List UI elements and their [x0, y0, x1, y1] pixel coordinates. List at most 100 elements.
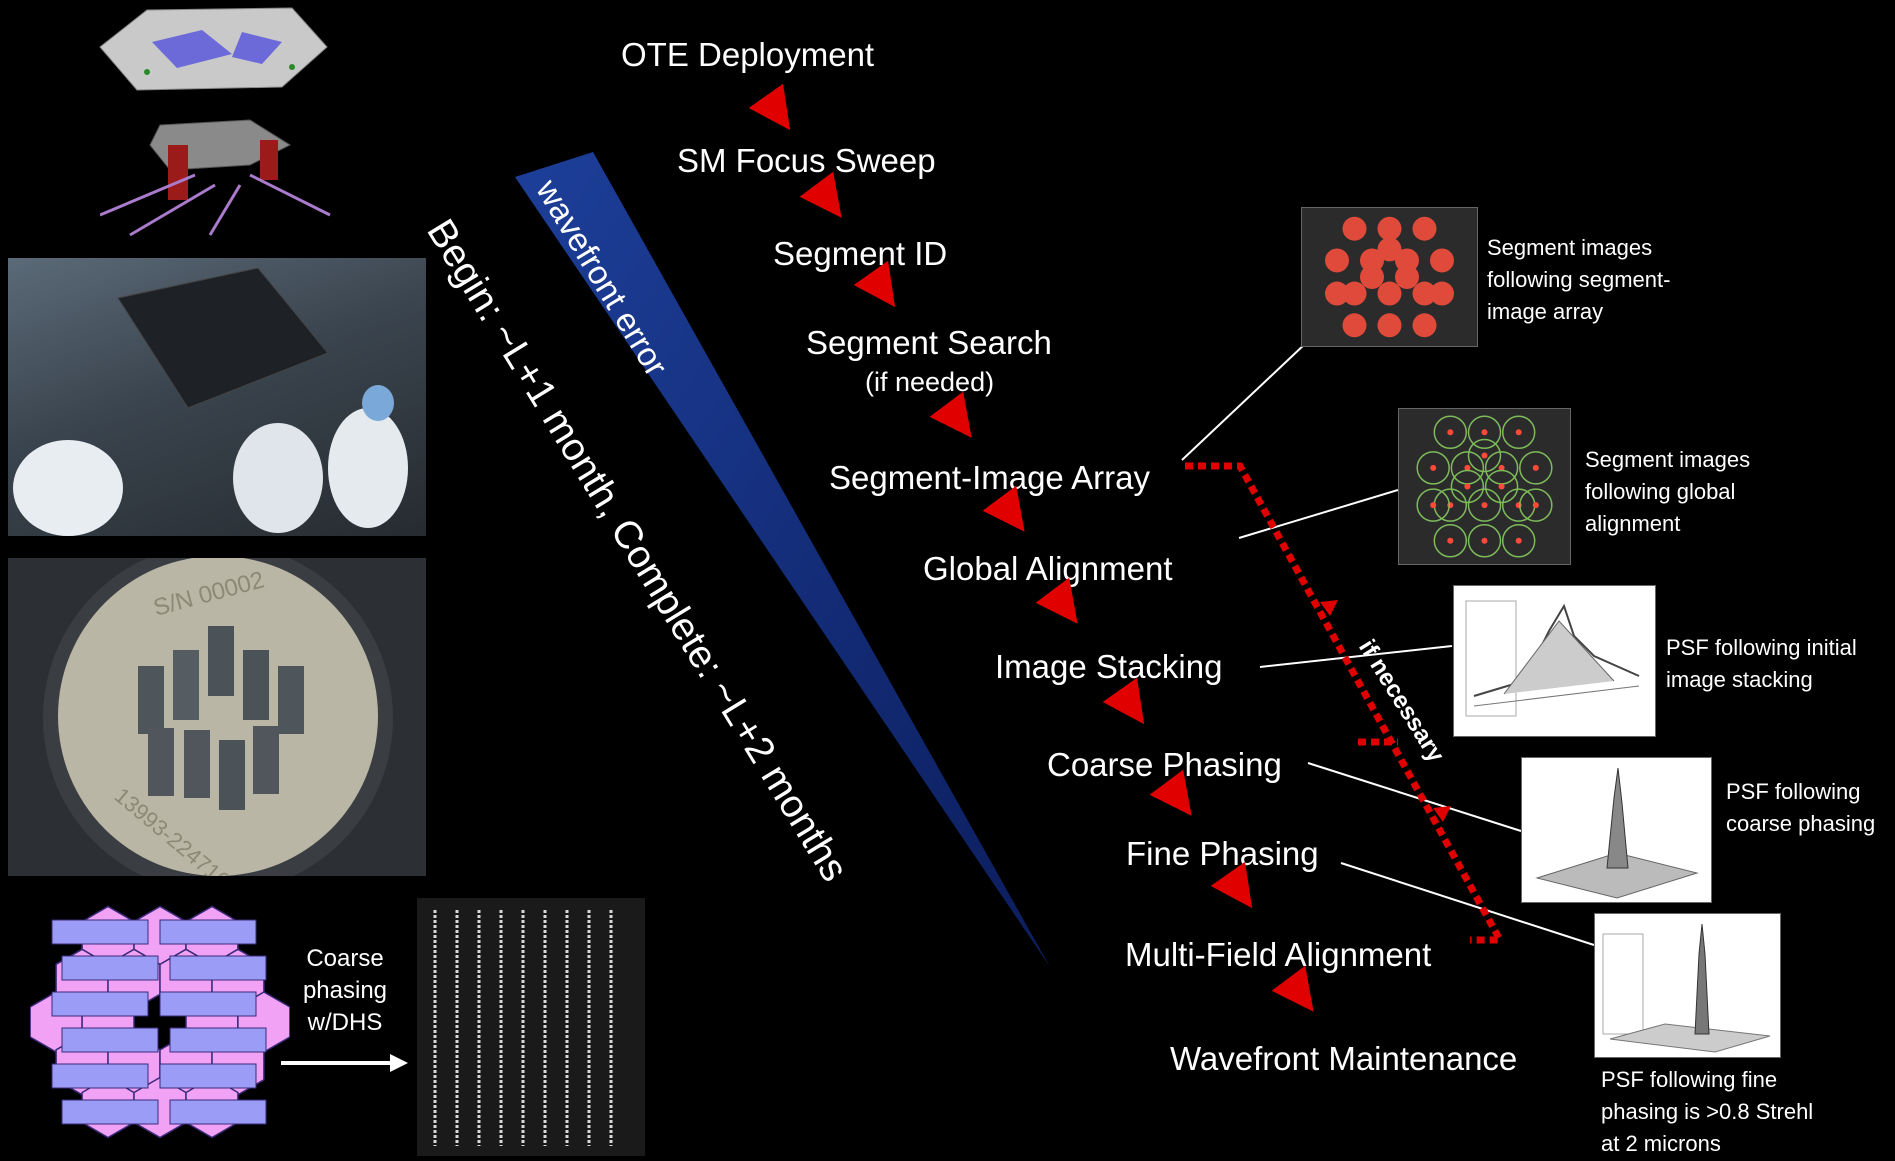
segment-spot [1395, 248, 1419, 273]
arrow-7 [1102, 677, 1145, 725]
segment-spot [1412, 216, 1437, 241]
dhs-subaperture [159, 919, 257, 945]
segment-spot [1412, 313, 1437, 338]
segment-spot [1377, 313, 1402, 338]
arrow-4 [929, 391, 972, 438]
segment-spot [1395, 265, 1419, 289]
step-segment-search: Segment Search [806, 324, 1052, 361]
segment-spot [1501, 524, 1536, 558]
segment-spot-core [1447, 537, 1454, 544]
wavefront-error-wedge [515, 152, 1050, 967]
segment-spot-core [1447, 502, 1454, 509]
dhs-subaperture [51, 1063, 149, 1089]
segment-spot [1416, 451, 1450, 485]
segment-spot [1501, 415, 1536, 449]
dhs-subaperture [51, 991, 149, 1017]
dhs-subaperture [159, 991, 257, 1017]
step-segment-search-note: (if needed) [865, 367, 995, 397]
arrow-10 [1271, 965, 1314, 1012]
segment-spot [1433, 524, 1468, 558]
segment-spot [1412, 281, 1437, 306]
segment-spot [1467, 488, 1502, 522]
if-necessary-loop [1185, 462, 1506, 944]
segment-spot [1430, 248, 1454, 273]
psf-coarse-phasing [1521, 757, 1712, 903]
segment-spot-core [1515, 537, 1522, 544]
test-facility-photo [8, 258, 426, 536]
segment-array-image [1301, 207, 1478, 347]
arrow-8 [1149, 769, 1192, 816]
arrow-2 [799, 171, 842, 218]
arrow-1 [748, 83, 791, 131]
caption-global-alignment: Segment images following global alignmen… [1585, 447, 1751, 536]
segment-spot-core [1430, 502, 1437, 509]
segment-spot [1342, 281, 1367, 306]
segment-spot [1342, 313, 1367, 338]
segment-spot [1360, 265, 1384, 289]
segment-spot [1433, 415, 1468, 449]
segment-spot-core [1515, 429, 1522, 436]
arrow-5 [982, 485, 1025, 532]
segment-spot-core [1464, 483, 1471, 490]
dhs-subaperture [51, 919, 149, 945]
segment-spot-core [1447, 429, 1454, 436]
segment-spot-core [1532, 464, 1539, 471]
ote-deployed-render [92, 2, 334, 96]
dhs-subaperture [61, 955, 159, 981]
mirror-segment-layout [29, 898, 291, 1146]
loop-arrow-up-1 [1320, 600, 1338, 616]
segment-spot-core [1498, 464, 1505, 471]
segment-spot [1467, 438, 1502, 473]
segment-spot [1519, 451, 1553, 485]
arrow-3 [853, 260, 896, 308]
segment-spot-core [1481, 502, 1488, 509]
dhs-subaperture [61, 1027, 159, 1053]
segment-spot-core [1515, 502, 1522, 509]
segment-spot [1450, 469, 1485, 504]
caption-coarse-phasing: PSF following coarse phasing [1726, 779, 1876, 836]
segment-spot-core [1464, 464, 1471, 471]
segment-spot-core [1481, 452, 1488, 459]
segment-spot [1484, 469, 1519, 504]
step-ote-deployment: OTE Deployment [621, 36, 875, 73]
caption-fine-phasing: PSF following fine phasing is >0.8 Streh… [1601, 1067, 1814, 1156]
loop-arrow-up-2 [1433, 806, 1451, 822]
segment-spot [1416, 488, 1450, 522]
segment-spot [1519, 488, 1553, 522]
segment-spot [1325, 248, 1349, 273]
segment-spot [1467, 415, 1502, 449]
arrow-9 [1210, 861, 1253, 909]
ote-stowed-render [100, 115, 332, 240]
dhs-arrow-head [390, 1054, 408, 1072]
step-wavefront-maintenance: Wavefront Maintenance [1170, 1040, 1518, 1077]
segment-spot [1467, 524, 1502, 558]
dhs-plate-photo: S/N 00002 13993-2247160-500 [8, 558, 426, 876]
psf-fine-phasing [1594, 913, 1781, 1058]
dhs-subaperture [159, 1063, 257, 1089]
segment-spot [1377, 237, 1402, 262]
dhs-fringe-image [417, 898, 645, 1156]
step-arrows [748, 83, 1314, 1012]
arrow-6 [1035, 577, 1078, 624]
segment-spot-core [1481, 537, 1488, 544]
segment-spot-core [1532, 502, 1539, 509]
dhs-subaperture [61, 1099, 159, 1125]
dhs-subaperture [169, 1099, 267, 1125]
dhs-label: Coarse phasing w/DHS [302, 945, 388, 1036]
segment-spot [1377, 281, 1402, 306]
segment-spot-core [1481, 429, 1488, 436]
caption-image-stacking: PSF following initial image stacking [1666, 635, 1857, 692]
segment-spot [1342, 216, 1367, 241]
connector-lines [1181, 342, 1595, 946]
psf-image-stacking [1453, 585, 1656, 737]
segment-spot [1325, 281, 1349, 306]
segment-spot-core [1430, 464, 1437, 471]
segment-spot [1360, 248, 1384, 273]
global-alignment-image [1398, 408, 1571, 565]
caption-segment-array: Segment images following segment- image … [1487, 235, 1671, 324]
segment-spot [1377, 216, 1402, 241]
segment-spot [1430, 281, 1454, 306]
dhs-subaperture [169, 955, 267, 981]
dhs-subaperture [169, 1027, 267, 1053]
